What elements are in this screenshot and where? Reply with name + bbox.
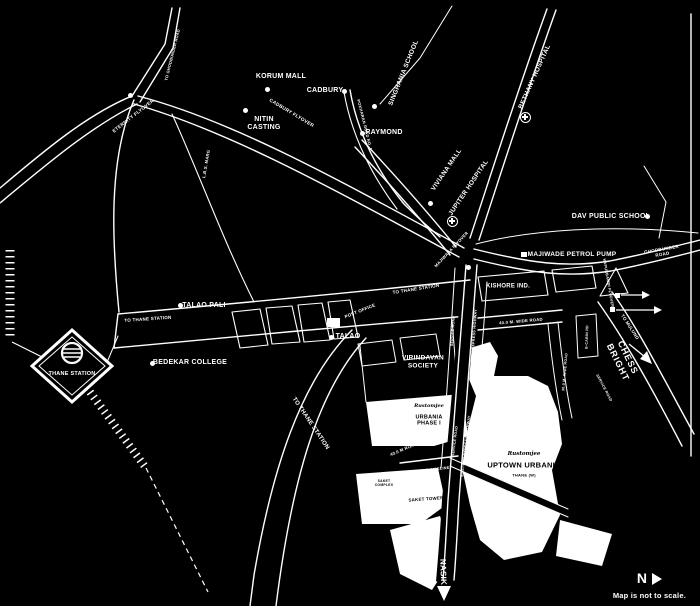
road-network — [0, 5, 700, 606]
label-nitin-casting: NITIN CASTING — [247, 115, 281, 131]
to-nasik-arrow — [437, 586, 451, 601]
marker-talao-pali-dot — [177, 302, 183, 308]
project-area-shapes — [356, 342, 612, 590]
label-talao-pali: TALAO PALI — [182, 301, 226, 309]
jupiter-hospital-icon — [446, 215, 458, 227]
label-saket-complex: SAKET COMPLEX — [374, 478, 394, 487]
label-uptown-urbania: UPTOWN URBANIA — [487, 460, 561, 470]
marker-mulund-exit-marker-1 — [614, 292, 620, 298]
marker-korum-mall-dot — [264, 86, 270, 92]
label-uptown-urbania-sub: THANE (W) — [512, 472, 536, 478]
label-urbania-phase-1: URBANIA PHASE I — [415, 414, 443, 427]
marker-eternity-junction-dot — [127, 92, 133, 98]
marker-nitin-casting-dot — [242, 107, 248, 113]
label-korum-mall: KORUM MALL — [255, 72, 307, 80]
label-talao: TALAO — [335, 332, 361, 340]
marker-talao-dot — [328, 334, 334, 340]
marker-majiwade-petrol-pump-marker — [521, 251, 527, 257]
station-diamond — [29, 327, 115, 405]
label-kishore-ind: KISHORE IND. — [485, 283, 531, 290]
label-dav-public-school: DAV PUBLIC SCHOOL — [571, 212, 651, 220]
marker-post-office-block — [326, 317, 340, 327]
railway-line — [5, 250, 209, 593]
marker-viviana-mall-dot — [427, 200, 433, 206]
label-nasik: NASIK — [438, 558, 449, 586]
label-majiwade-petrol-pump: MAJIWADE PETROL PUMP — [527, 251, 617, 259]
marker-majiwada-junction-dot — [465, 264, 471, 270]
marker-raymond-dot — [359, 130, 365, 136]
north-arrow-icon — [651, 573, 662, 586]
map-footer: N Map is not to scale. — [613, 570, 686, 600]
north-indicator: N — [613, 570, 686, 586]
label-virindavan-society: VIRINDAVAN SOCIETY — [402, 354, 444, 369]
marker-singhania-school-dot — [371, 103, 377, 109]
highway-lines — [399, 264, 569, 581]
label-thane-station: THANE STATION — [48, 370, 96, 377]
label-raymond: RAYMOND — [365, 128, 403, 136]
road-cut-bands — [436, 295, 570, 583]
marker-mulund-exit-marker-2 — [609, 306, 615, 312]
marker-cadbury-dot — [341, 88, 347, 94]
marker-dav-public-school-dot — [644, 213, 650, 219]
north-label: N — [636, 570, 649, 586]
label-urbania-phase-1-brand: Rustomjee — [414, 403, 444, 410]
chess-bright-road-arrow — [628, 343, 646, 358]
label-cadbury: CADBURY — [306, 86, 344, 94]
marker-bedekar-college-dot — [149, 360, 155, 366]
map-disclaimer: Map is not to scale. — [612, 591, 686, 600]
label-bedekar-college: BEDEKAR COLLEGE — [152, 358, 228, 366]
label-uptown-urbania-brand: Rustomjee — [507, 450, 541, 457]
bethany-hospital-icon — [519, 111, 531, 123]
label-b-cabin-rd: B-CABIN RD — [584, 324, 590, 349]
direction-arrows — [437, 291, 662, 601]
